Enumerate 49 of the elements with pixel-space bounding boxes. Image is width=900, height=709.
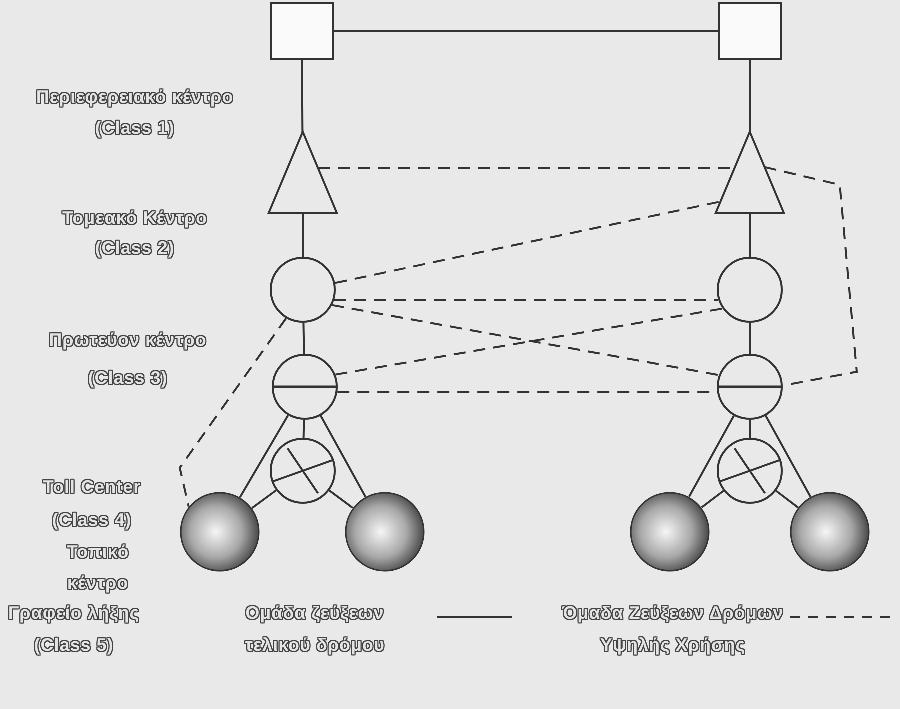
exchange-triangle: [716, 132, 784, 213]
crossed-circle: [717, 438, 783, 504]
dashed-connector: [764, 166, 858, 387]
tier-label: (Class 4): [51, 509, 133, 532]
connector-line: [701, 490, 724, 508]
split-circle: [272, 354, 338, 420]
tier-label: Τομεακό Κέντρο: [60, 207, 208, 230]
connector-line: [749, 213, 751, 257]
exchange-circle: [270, 257, 336, 323]
exchange-circle: [717, 257, 783, 323]
tier-label: Γραφείο λήξης: [7, 602, 141, 625]
dashed-connector: [178, 318, 288, 508]
crossed-circle: [270, 438, 336, 504]
tier-label: Πρωτεύον κέντρο: [48, 329, 208, 352]
connector-line: [320, 415, 367, 498]
local-office-sphere: [345, 492, 425, 572]
exchange-square: [718, 2, 782, 60]
exchange-square: [270, 2, 334, 60]
local-office-sphere: [180, 492, 260, 572]
connector-line: [328, 490, 354, 509]
local-office-sphere: [630, 492, 710, 572]
connector-line: [765, 415, 812, 498]
dashed-connector: [334, 299, 719, 301]
tier-label: Toll Center: [41, 476, 142, 499]
tier-label: (Class 2): [94, 237, 176, 260]
tier-label: κέντρο: [66, 572, 130, 595]
split-circle: [717, 354, 783, 420]
tier-label: (Class 1): [94, 117, 176, 140]
connector-line: [301, 60, 304, 133]
connector-line: [302, 420, 306, 438]
connector-line: [252, 490, 277, 510]
tier-label: Περιεφερειακό κέντρο: [35, 86, 235, 109]
exchange-triangle: [269, 132, 337, 213]
connector-line: [749, 420, 751, 438]
connector-line: [334, 30, 718, 32]
connector-line: [302, 213, 304, 257]
connector-line: [749, 60, 751, 132]
legend-label: Ομάδα ζεύξεων τελικού δρόμου: [243, 602, 386, 658]
tier-label: (Class 3): [87, 367, 169, 390]
legend-label: Όμαδα Ζεύξεων Δρόμων Υψηλής Χρήσης: [560, 602, 785, 658]
tier-label: Τοπικό: [65, 541, 130, 564]
dashed-connector: [335, 200, 721, 284]
tier-label: (Class 5): [33, 634, 115, 657]
connector-line: [776, 490, 799, 508]
local-office-sphere: [790, 492, 870, 572]
connector-line: [239, 415, 290, 498]
connector-line: [302, 322, 306, 354]
connector-line: [688, 415, 735, 498]
connector-line: [749, 323, 751, 354]
